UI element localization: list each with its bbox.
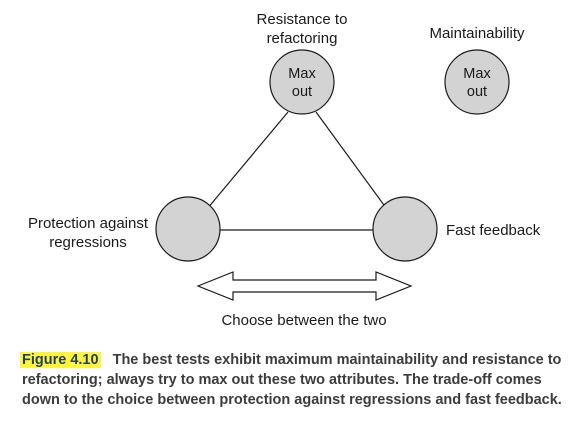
double-arrow-icon [196, 271, 413, 301]
edge-resistance-fastfeedback [315, 111, 390, 213]
figure-number: Figure 4.10 [20, 352, 101, 368]
diagram: Resistance to refactoring Maintainabilit… [27, 11, 541, 329]
node-text-maintainability-max-out: Max out [463, 66, 491, 100]
label-fast-feedback: Fast feedback [446, 222, 541, 239]
label-resistance-to-refactoring: Resistance to refactoring [256, 11, 348, 47]
node-protection-against-regressions [155, 196, 221, 262]
label-maintainability: Maintainability [429, 25, 525, 42]
node-fast-feedback [372, 196, 438, 262]
diagram-canvas [155, 49, 510, 301]
caption-text: The best tests exhibit maximum maintaina… [22, 352, 562, 408]
label-protection-against-regressions: Protection against regressions [27, 215, 149, 251]
figure-caption: Figure 4.10 The best tests exhibit maxim… [20, 350, 570, 410]
node-resistance-to-refactoring [269, 49, 335, 115]
node-maintainability [444, 49, 510, 115]
arrow-label: Choose between the two [221, 312, 387, 329]
node-text-resistance-max-out: Max out [288, 66, 316, 100]
edge-resistance-protection [201, 111, 289, 216]
